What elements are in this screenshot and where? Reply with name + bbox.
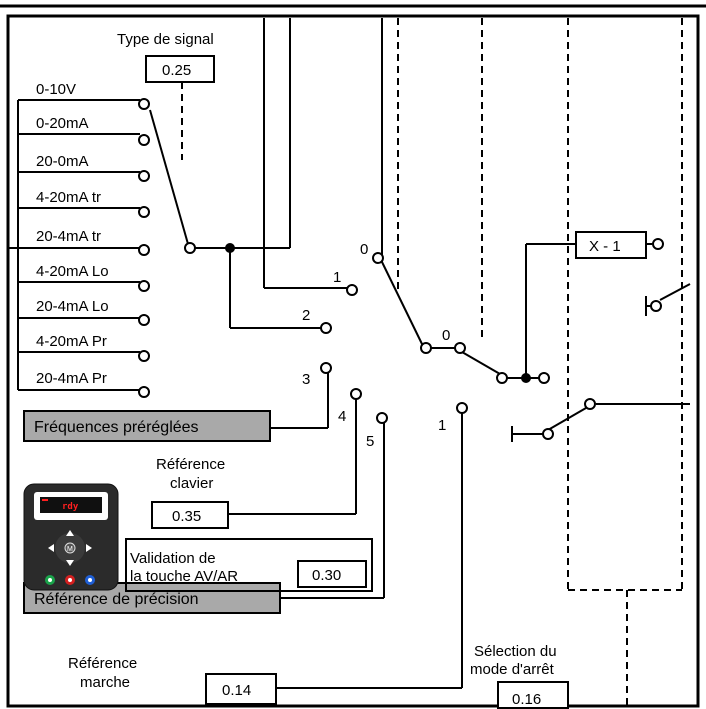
frame-border: [6, 14, 700, 708]
signal-option-0: 0-10V: [36, 81, 76, 98]
selection-arret-label-2: mode d'arrêt: [470, 661, 555, 678]
keypad-image: rdy M: [23, 483, 119, 591]
validation-param-value: 0.30: [312, 567, 341, 584]
signal-option-6: 20-4mA Lo: [36, 298, 109, 315]
signal-option-8: 20-4mA Pr: [36, 370, 107, 387]
reference-marche-label-1: Référence: [68, 655, 137, 672]
reference-marche-param-value: 0.14: [222, 682, 251, 699]
dashed-lines: [181, 18, 683, 706]
switch-number-3: 3: [302, 371, 310, 388]
junction-dots: [225, 243, 531, 383]
signal-selector-wiring: [149, 18, 691, 689]
reference-clavier-param-value: 0.35: [172, 508, 201, 525]
signal-option-4: 20-4mA tr: [36, 228, 101, 245]
keypad-ok-button: [64, 542, 76, 554]
keypad-left-arrow-icon: [48, 544, 54, 552]
frequences-preréglées-box[interactable]: [23, 410, 271, 442]
reference-clavier-label-2: clavier: [170, 475, 213, 492]
keypad-ok-glyph: M: [67, 546, 73, 553]
reference-marche-param-box[interactable]: [205, 673, 277, 705]
keypad-display-text: rdy: [62, 502, 79, 512]
keypad-right-arrow-icon: [86, 544, 92, 552]
switch-numbers: 0 1 2 3 4 5 0 1: [302, 241, 450, 450]
type-signal-param-value: 0.25: [162, 62, 191, 79]
signal-option-3: 4-20mA tr: [36, 189, 101, 206]
keypad-screen-inner: [40, 497, 102, 513]
validation-av-ar-frame: [125, 538, 373, 592]
reference-marche-label-2: marche: [80, 674, 130, 691]
signal-option-7: 4-20mA Pr: [36, 333, 107, 350]
signal-option-1: 0-20mA: [36, 115, 89, 132]
signal-list-bracket: [8, 99, 140, 391]
switch-number-4: 4: [338, 408, 346, 425]
selection-arret-param-value: 0.16: [512, 691, 541, 708]
selection-arret-label-1: Sélection du: [474, 643, 557, 660]
type-signal-param-box[interactable]: [145, 55, 215, 83]
switch-number-1-lower: 1: [438, 417, 446, 434]
terminal-circles: [138, 98, 664, 440]
switch-number-0-top: 0: [360, 241, 368, 258]
type-signal-label: Type de signal: [117, 31, 214, 48]
frequences-preréglées-label: Fréquences préréglées: [34, 419, 199, 436]
validation-label-1: Validation de: [130, 550, 216, 567]
signal-option-5: 4-20mA Lo: [36, 263, 109, 280]
keypad-red-dot: [68, 578, 72, 582]
switch-number-2: 2: [302, 307, 310, 324]
selection-arret-param-box[interactable]: [497, 681, 569, 709]
signal-options: 0-10V 0-20mA 20-0mA 4-20mA tr 20-4mA tr …: [36, 81, 109, 387]
reference-clavier-label-1: Référence: [156, 456, 225, 473]
signal-option-2: 20-0mA: [36, 153, 89, 170]
keypad-down-arrow-icon: [66, 560, 74, 566]
keypad-up-arrow-icon: [66, 530, 74, 536]
x-minus-1-label: X - 1: [589, 238, 621, 255]
x-minus-1-box[interactable]: [575, 231, 647, 259]
validation-label-2: la touche AV/AR: [130, 568, 238, 585]
reference-precision-label: Référence de précision: [34, 591, 199, 608]
keypad-blue-dot: [88, 578, 92, 582]
validation-param-box[interactable]: [297, 560, 367, 588]
switch-number-1: 1: [333, 269, 341, 286]
switch-number-5: 5: [366, 433, 374, 450]
switch-number-0-mid: 0: [442, 327, 450, 344]
reference-clavier-param-box[interactable]: [151, 501, 229, 529]
keypad-green-dot: [48, 578, 52, 582]
